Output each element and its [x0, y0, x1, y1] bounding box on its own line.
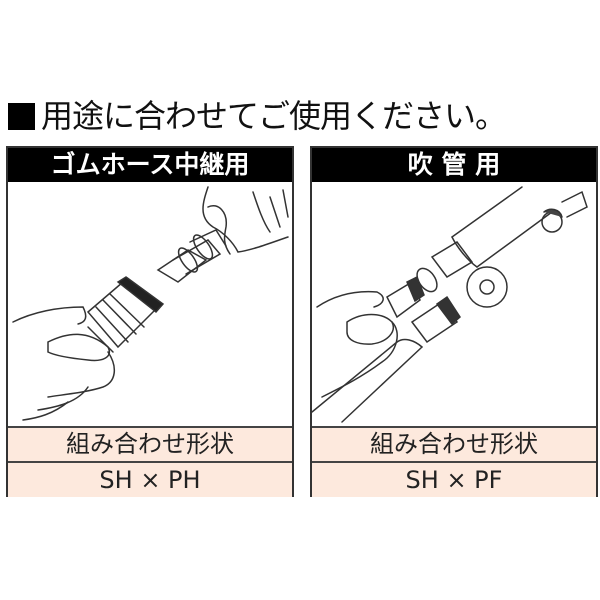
combination-label: 組み合わせ形状: [312, 428, 596, 461]
panel-header: 吹 管 用: [312, 148, 596, 182]
illustration-hose-coupler: [8, 182, 292, 428]
panel-blowpipe: 吹 管 用: [310, 146, 598, 497]
illustration-blowpipe: [312, 182, 596, 428]
page-title: 用途に合わせてご使用ください。: [8, 96, 507, 136]
combination-value: SH × PH: [8, 461, 292, 497]
page-title-text: 用途に合わせてご使用ください。: [41, 97, 507, 135]
black-square-icon: [8, 102, 35, 130]
combination-value: SH × PF: [312, 461, 596, 497]
combination-label: 組み合わせ形状: [8, 428, 292, 461]
panel-header: ゴムホース中継用: [8, 148, 292, 182]
panel-rubber-hose-relay: ゴムホース中継用: [6, 146, 294, 497]
